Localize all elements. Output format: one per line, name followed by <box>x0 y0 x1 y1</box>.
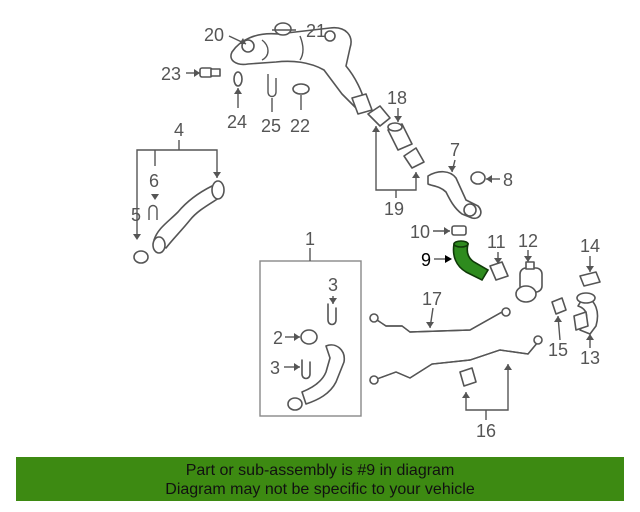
part-8-o-ring <box>470 171 486 185</box>
part-19-clips <box>367 105 425 169</box>
callout-25: 25 <box>261 116 281 136</box>
callout-12: 12 <box>518 231 538 251</box>
part-25-clip <box>267 74 277 98</box>
part-23-sensor <box>199 67 221 78</box>
callout-13: 13 <box>580 348 600 368</box>
callout-4: 4 <box>174 120 184 140</box>
callout-1: 1 <box>305 229 315 249</box>
callout-2: 2 <box>273 328 283 348</box>
callout-5: 5 <box>131 205 141 225</box>
banner-line-disclaimer: Diagram may not be specific to your vehi… <box>165 481 475 498</box>
part-6-clip <box>148 204 158 220</box>
callout-19: 19 <box>384 199 404 219</box>
part-11-clamp <box>489 261 509 281</box>
callout-9: 9 <box>421 250 431 270</box>
callout-3b: 3 <box>270 358 280 378</box>
part-13-hose <box>573 292 599 335</box>
callout-21: 21 <box>306 21 326 41</box>
callout-6: 6 <box>149 171 159 191</box>
callout-20: 20 <box>204 25 224 45</box>
parts-diagram: 20 21 23 24 25 22 18 19 7 8 4 6 5 10 9 1… <box>131 21 601 441</box>
callout-24: 24 <box>227 112 247 132</box>
part-1-kit-box <box>259 260 362 417</box>
part-24-o-ring <box>233 71 243 87</box>
callout-3a: 3 <box>328 275 338 295</box>
part-16-pipe <box>369 335 543 387</box>
arrowheads <box>133 38 594 398</box>
banner-line-part: Part or sub-assembly is #9 in diagram <box>185 462 455 479</box>
callout-17: 17 <box>422 289 442 309</box>
part-22-o-ring <box>292 83 310 95</box>
part-18-sleeve <box>387 122 413 151</box>
callout-11: 11 <box>487 232 506 252</box>
part-7-pipe <box>427 170 482 220</box>
part-4-hose <box>152 180 225 254</box>
callout-15: 15 <box>548 340 568 360</box>
leader-lines <box>136 29 591 420</box>
callout-16: 16 <box>476 421 496 441</box>
part-10-clamp <box>451 225 467 236</box>
part-15-clamp <box>551 297 567 315</box>
callout-22: 22 <box>290 116 310 136</box>
part-9-hose <box>452 240 490 282</box>
callout-7: 7 <box>450 140 460 160</box>
part-info-banner: Part or sub-assembly is #9 in diagram Di… <box>16 457 624 501</box>
callout-10: 10 <box>410 222 430 242</box>
part-12-valve <box>515 261 543 303</box>
part-17-pipe <box>369 307 511 333</box>
part-21-o-ring <box>274 22 292 36</box>
callout-8: 8 <box>503 170 513 190</box>
part-14-clamp <box>579 271 601 287</box>
callout-18: 18 <box>387 88 407 108</box>
callout-23: 23 <box>161 64 181 84</box>
part-20-coolant-pipe <box>230 26 373 115</box>
callout-14: 14 <box>580 236 600 256</box>
part-5-o-ring <box>133 250 149 264</box>
